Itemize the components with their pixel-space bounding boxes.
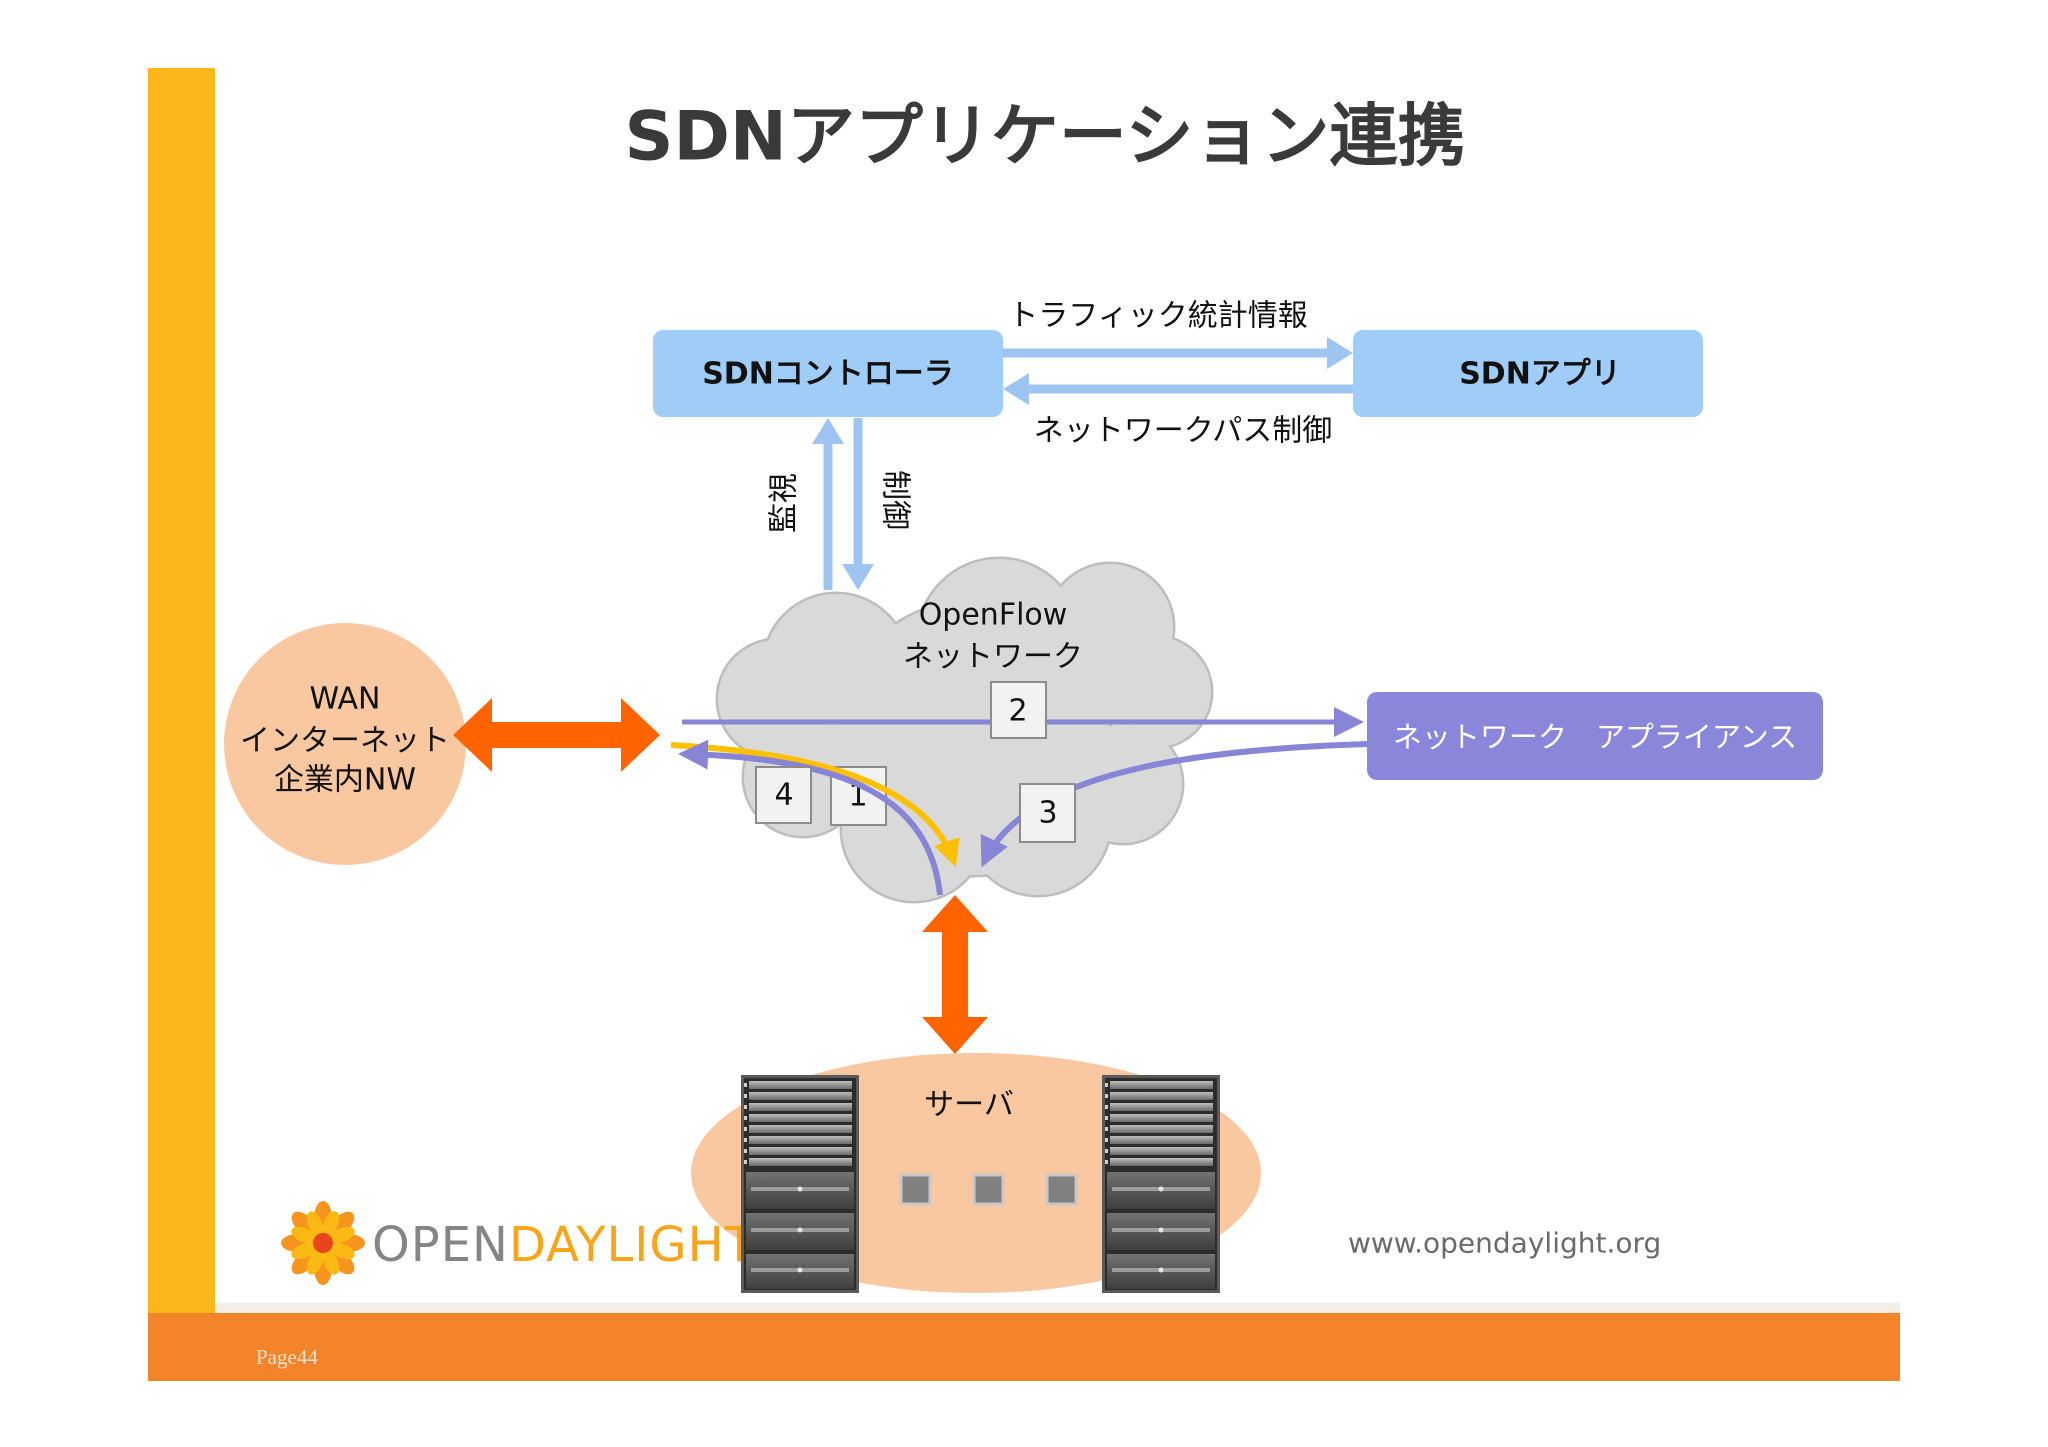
wan-label-line3: 企業内NW [274,763,416,798]
step-number-2: 2 [1008,694,1027,729]
opendaylight-flower-icon [281,1201,365,1285]
footer-bar [148,1313,1900,1381]
page-number: Page44 [256,1345,318,1369]
logo-text-open: OPEN [372,1217,509,1273]
network-appliance-box [1367,692,1823,780]
step-badge-2 [990,681,1047,739]
server-label: サーバ [924,1088,1014,1123]
website-url: www.opendaylight.org [1348,1227,1661,1260]
monitor-arrow-up [812,418,844,590]
server-ellipsis-dot [899,1173,932,1206]
flow-1-arrow [670,742,960,868]
flow-3-arrow [980,741,1368,868]
network-appliance-label: ネットワーク アプライアンス [1393,720,1797,754]
control-arrow-down [842,418,874,590]
control-label: 制御 [878,470,913,530]
footer-divider [215,1303,1900,1313]
server-ellipsis-dot [972,1173,1005,1206]
slide-title: SDNアプリケーション連携 [625,98,1466,177]
wan-node [224,623,466,865]
step-number-3: 3 [1038,796,1057,831]
wan-label-line2: インターネット [240,724,450,759]
logo-text-daylight: DAYLIGHT [509,1217,755,1273]
sdn-controller-box [653,330,1003,417]
wan-label-line1: WAN [310,682,381,717]
cloud-label-line2: ネットワーク [903,640,1083,675]
path-control-label: ネットワークパス制御 [1034,414,1333,449]
sdn-app-label: SDNアプリ [1459,357,1621,392]
server-rack-icon-right [1100,1073,1222,1295]
server-ellipsis-dot [1045,1173,1078,1206]
logo-wordmark: OPENDAYLIGHT [372,1217,755,1273]
traffic-stats-arrow [1003,337,1353,369]
wan-link-double-arrow [453,698,660,772]
cloud-label-line1: OpenFlow [919,598,1068,633]
path-control-arrow [1003,373,1353,405]
step-badge-3 [1019,783,1076,843]
traffic-stats-label: トラフィック統計情報 [1008,299,1307,334]
monitor-label: 監視 [767,473,802,533]
sidebar-accent-bar [148,68,215,1313]
sdn-controller-label: SDNコントローラ [702,357,954,392]
sdn-app-box [1353,330,1703,417]
server-link-double-arrow [922,895,988,1054]
step-number-4: 4 [774,778,793,813]
flow-4-arrow [678,739,943,896]
server-rack-icon-left [739,1073,861,1295]
step-badge-4 [755,766,812,824]
